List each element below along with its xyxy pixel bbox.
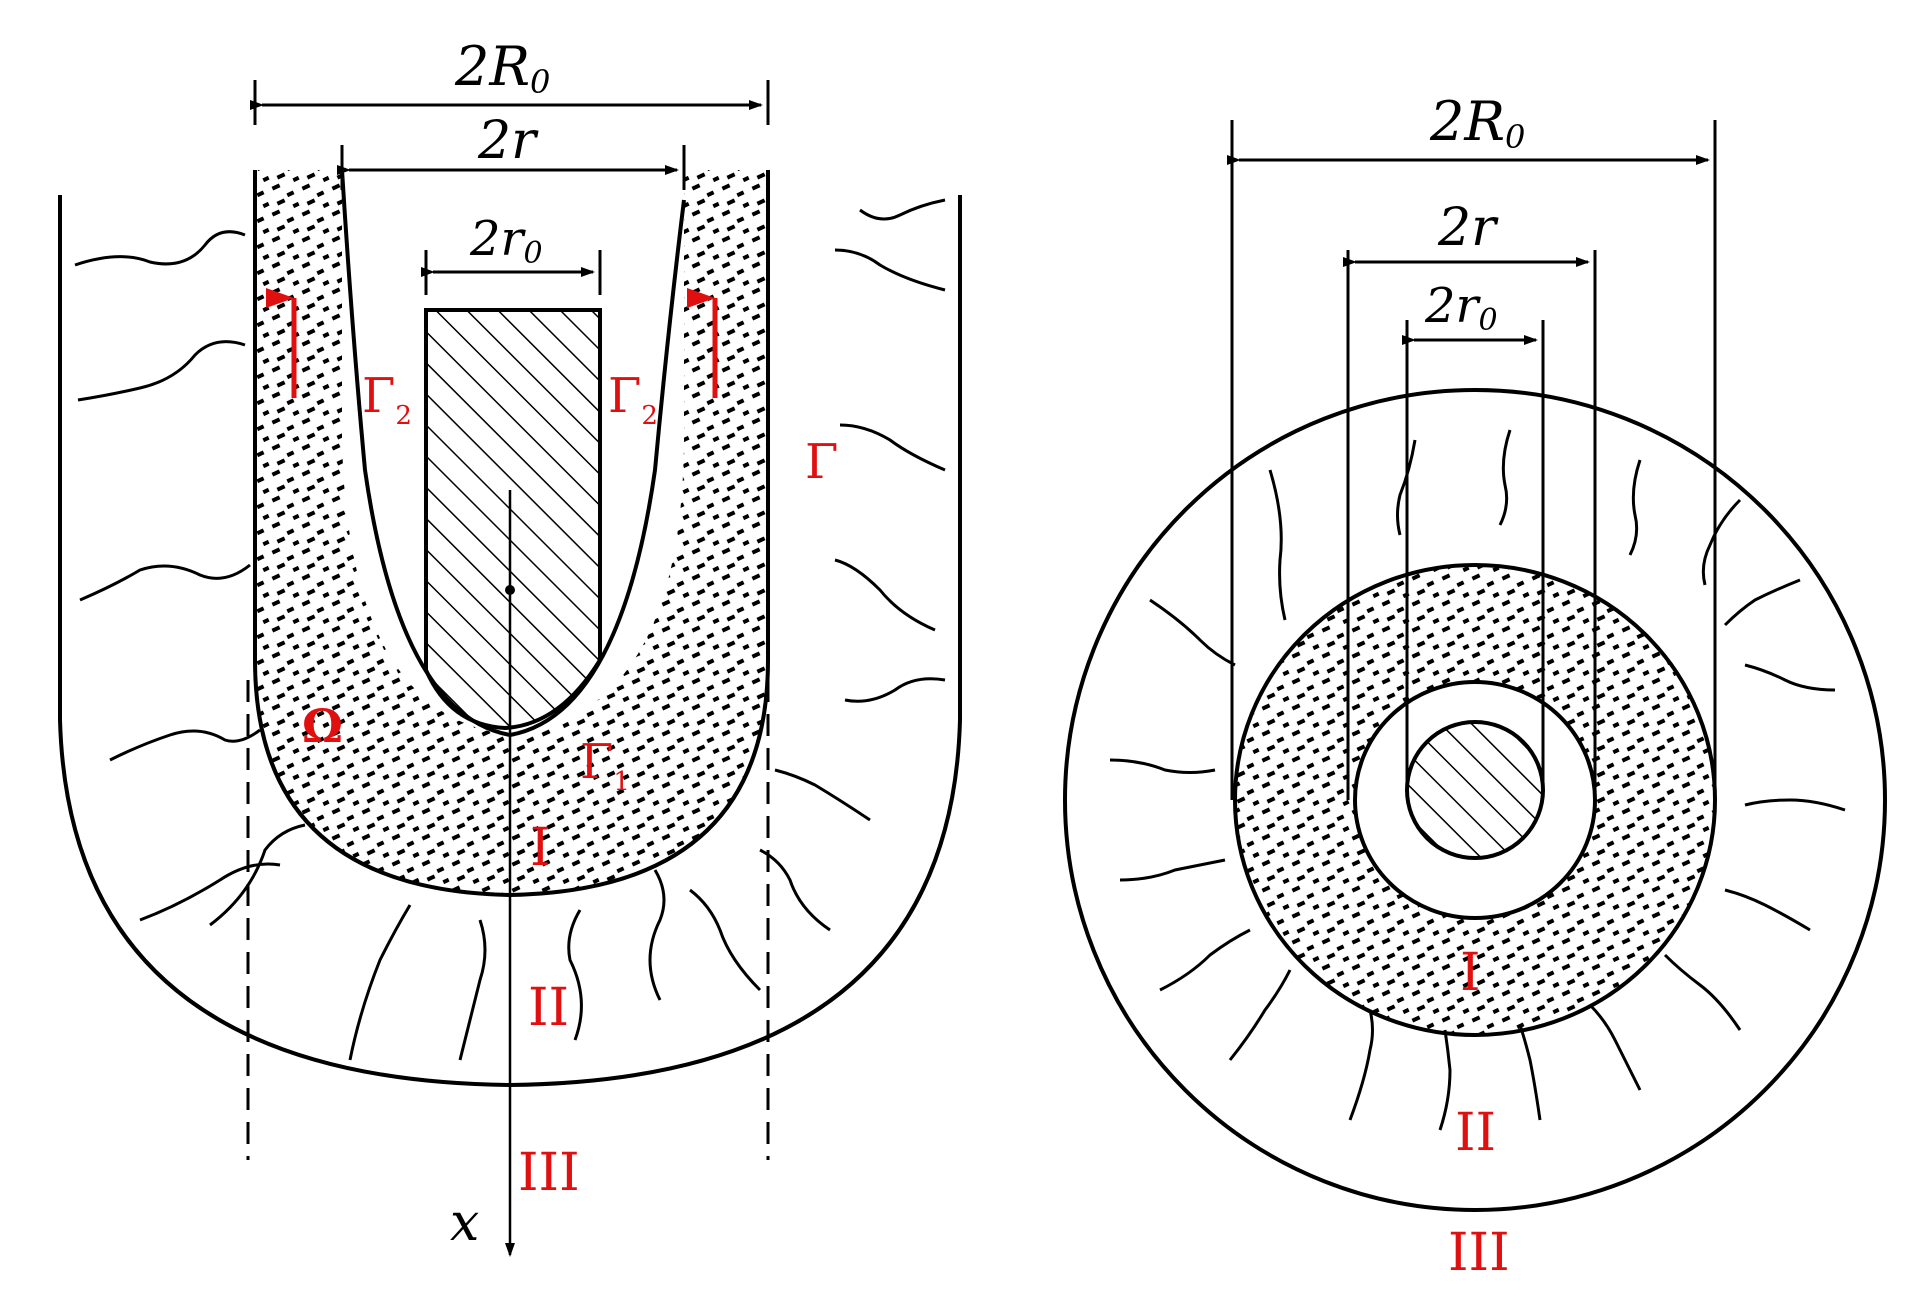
left-inner-dim-label: 2r0 [469,211,543,271]
right-zone-1-label: I [1460,943,1481,1003]
right-zone-2-texture [1109,429,1846,1131]
tool-body [424,308,602,731]
axis-origin-dot [505,585,515,595]
projection-lines [1230,120,1717,800]
zone-2-texture [74,198,946,1061]
gamma2-left-label: Γ2 [362,368,412,431]
gamma-label: Γ [805,434,838,490]
right-mid-dim-label: 2r [1437,198,1499,258]
left-zone-1-label: I [530,818,551,878]
gamma2-right-label: Γ2 [608,368,658,431]
tool-cross-section [1405,720,1545,860]
left-mid-dim-label: 2r [477,111,539,171]
right-zone-2-label: II [1455,1103,1496,1163]
right-figure: 2R0 2r 2r0 I II III [1063,90,1887,1283]
zone-1-region [255,170,768,895]
dimension-lines [250,80,770,295]
right-inner-dim-label: 2r0 [1424,278,1498,338]
left-outer-dim-label: 2R0 [454,35,550,101]
gamma1-label: Γ1 [580,734,630,797]
outer-formation-circle [1063,388,1887,1212]
left-figure: 2R0 2r 2r0 Γ2 Γ2 Γ Ω Γ1 I II III x [58,35,962,1257]
omega-label: Ω [302,699,343,753]
right-zone-3-label: III [1448,1223,1510,1283]
left-zone-3-label: III [518,1143,580,1203]
right-dimension-lines [1227,155,1710,345]
left-zone-2-label: II [528,978,569,1038]
x-axis-label: x [450,1193,479,1253]
right-outer-dim-label: 2R0 [1429,90,1525,156]
